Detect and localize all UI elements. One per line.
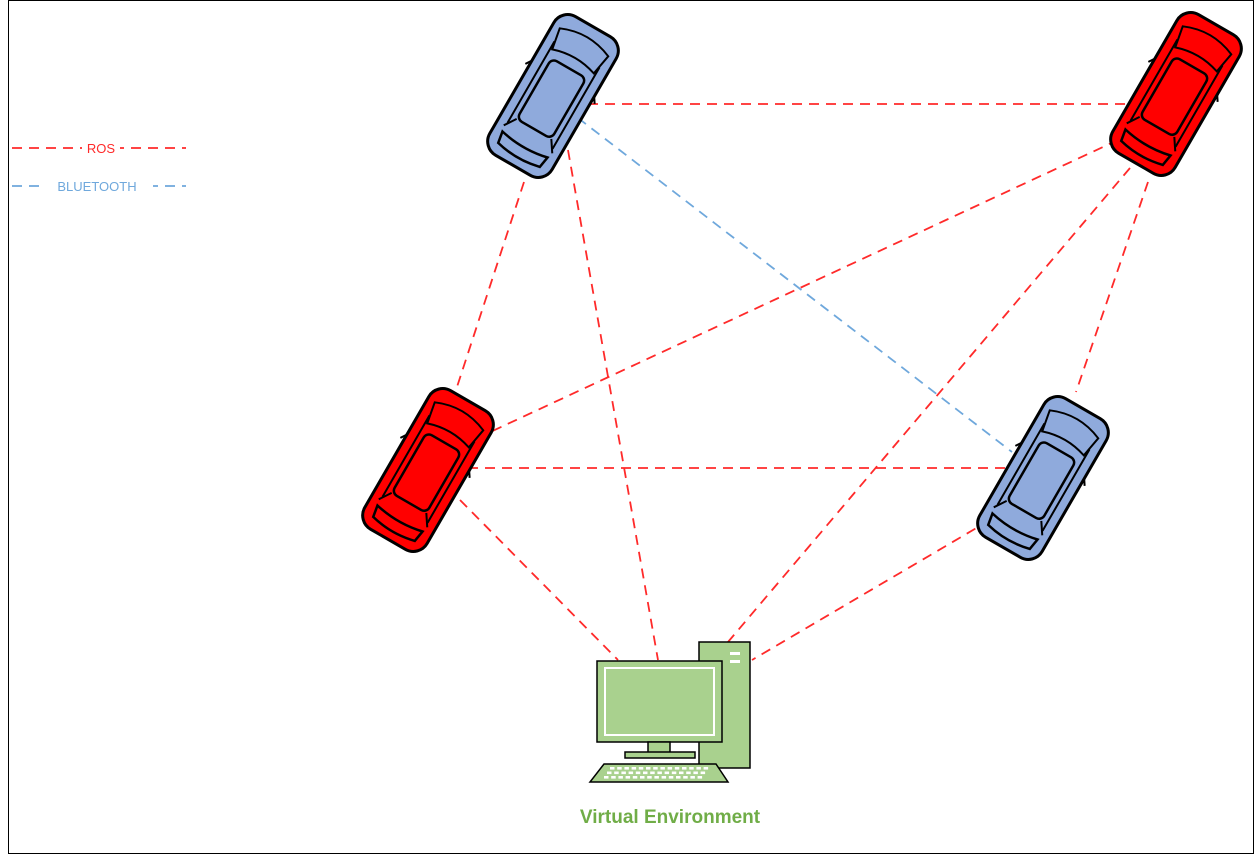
- legend-ros-label-bg: [82, 138, 120, 158]
- keyboard-key: [690, 776, 695, 779]
- keyboard-key: [621, 771, 626, 775]
- car-top-left-icon: [476, 5, 630, 187]
- keyboard-key: [657, 771, 662, 775]
- keyboard-key: [624, 767, 629, 770]
- car-top-right-icon: [1099, 3, 1253, 185]
- legend: ROS BLUETOOTH: [12, 138, 186, 196]
- tower-slot-2: [730, 660, 740, 663]
- keyboard-key: [660, 767, 665, 770]
- keyboard-key: [693, 771, 698, 775]
- keyboard-key: [674, 767, 680, 770]
- keyboard-key: [611, 776, 616, 779]
- link-bluetooth-car-top-left-to-car-mid-right: [577, 117, 1013, 453]
- keyboard-key: [654, 776, 659, 779]
- keyboard-key: [696, 767, 701, 770]
- keyboard-key: [618, 776, 623, 779]
- keyboard-key: [664, 771, 670, 775]
- keyboard-key: [607, 771, 612, 775]
- keyboard-key: [632, 776, 638, 779]
- link-ros-car-top-right-to-car-mid-right: [1075, 181, 1149, 393]
- link-ros-car-top-left-to-computer: [567, 149, 659, 661]
- legend-ros-label: ROS: [87, 141, 116, 156]
- computer-screen: [604, 667, 715, 736]
- desktop-computer-icon: [588, 641, 751, 783]
- keyboard-key: [647, 776, 652, 779]
- link-ros-car-top-right-to-computer: [727, 167, 1131, 643]
- tower-slot-1: [730, 652, 740, 655]
- monitor-stand-base: [624, 751, 696, 759]
- keyboard-key: [625, 776, 631, 779]
- keyboard-key: [617, 767, 622, 770]
- car-mid-right-icon: [966, 387, 1120, 569]
- keyboard-key: [703, 767, 709, 770]
- keyboard-key: [700, 771, 706, 775]
- link-ros-car-top-right-to-car-mid-left: [485, 139, 1119, 435]
- keyboard-key: [667, 767, 673, 770]
- keyboard-key: [650, 771, 655, 775]
- diagram-border: [8, 0, 1254, 854]
- keyboard-key: [635, 771, 641, 775]
- link-ros-car-top-left-to-car-mid-left: [455, 181, 525, 391]
- keyboard-key: [668, 776, 674, 779]
- car-mid-left-icon: [351, 379, 505, 561]
- keyboard-key: [604, 776, 609, 779]
- keyboard-key: [676, 776, 681, 779]
- keyboard-key: [682, 767, 687, 770]
- keyboard-key: [661, 776, 667, 779]
- keyboard-key: [631, 767, 637, 770]
- link-ros-car-mid-left-to-computer: [459, 499, 619, 661]
- keyboard-key: [689, 767, 694, 770]
- legend-bluetooth-label-bg: [41, 176, 153, 196]
- keyboard-key: [653, 767, 658, 770]
- keyboard-key: [614, 771, 619, 775]
- legend-bluetooth-label: BLUETOOTH: [57, 179, 136, 194]
- keyboard-key: [671, 771, 677, 775]
- keyboard-key: [640, 776, 645, 779]
- keyboard-key: [679, 771, 684, 775]
- keyboard-key: [643, 771, 648, 775]
- computer-label: Virtual Environment: [580, 807, 761, 828]
- keyboard-key: [628, 771, 634, 775]
- keyboard-key: [646, 767, 651, 770]
- keyboard-key: [610, 767, 615, 770]
- keyboard-key: [697, 776, 703, 779]
- keyboard-key: [638, 767, 644, 770]
- keyboard-key: [686, 771, 691, 775]
- link-ros-car-mid-right-to-computer: [751, 519, 991, 661]
- links-layer: [455, 103, 1149, 661]
- keyboard-key: [683, 776, 688, 779]
- keyboard-keys: [604, 767, 709, 779]
